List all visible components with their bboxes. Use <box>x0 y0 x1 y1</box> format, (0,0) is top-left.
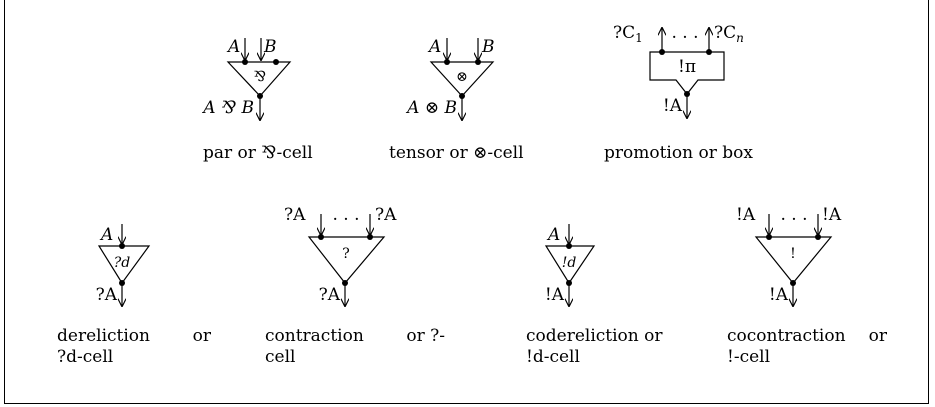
codereliction-output-label: !A <box>545 285 565 305</box>
cocontraction-caption-word: cocontraction <box>727 326 846 346</box>
promotion-port <box>706 49 712 55</box>
cocontraction-input-right-label: !A <box>822 205 842 225</box>
cocontraction-dots: . . . <box>780 205 807 225</box>
tensor-port <box>475 59 481 65</box>
par-triangle <box>226 61 292 97</box>
par-symbol: ⅋ <box>254 69 266 85</box>
cocontraction-symbol: ! <box>790 246 796 262</box>
codereliction-input-label: A <box>546 225 560 245</box>
tensor-input-left-label: A <box>427 37 441 57</box>
contraction-caption-line2: cell <box>265 347 296 367</box>
dereliction-caption-line2: ?d-cell <box>57 347 114 367</box>
promotion-port <box>659 49 665 55</box>
dereliction-cell: A ?d ?A <box>96 224 151 306</box>
promotion-box-shape <box>649 51 725 95</box>
cocontraction-caption-or: or <box>868 326 887 346</box>
codereliction-symbol: !d <box>562 255 577 271</box>
par-port <box>273 59 279 65</box>
dereliction-port <box>119 243 125 249</box>
dereliction-caption: dereliction or ?d-cell <box>57 326 211 368</box>
dereliction-input-label: A <box>99 225 113 245</box>
par-input-left-label: A <box>226 37 240 57</box>
tensor-caption: tensor or ⊗-cell <box>389 143 524 163</box>
par-output-label: A ⅋ B <box>201 98 254 118</box>
contraction-caption-word: contraction <box>265 326 364 346</box>
promotion-label-left: ?C1 <box>613 23 643 45</box>
dereliction-symbol: ?d <box>114 255 131 271</box>
tensor-input-right-label: B <box>481 37 495 57</box>
contraction-input-left-label: ?A <box>284 205 306 225</box>
tensor-cell: A B ⊗ A ⊗ B <box>405 37 495 120</box>
promotion-label-right: ?Cn <box>714 23 744 45</box>
cocontraction-caption-line2: !-cell <box>727 347 771 367</box>
figure-frame <box>4 0 929 404</box>
contraction-port <box>318 234 324 240</box>
cocontraction-triangle <box>754 236 833 284</box>
par-input-right-label: B <box>263 37 277 57</box>
promotion-box-cell: ?C1 . . . ?Cn !π !A <box>613 23 744 118</box>
contraction-caption: contraction or ?- cell <box>265 326 445 368</box>
codereliction-port <box>566 243 572 249</box>
promotion-symbol: !π <box>678 57 696 77</box>
promotion-dots: . . . <box>671 23 698 43</box>
contraction-input-right-label: ?A <box>375 205 397 225</box>
codereliction-cell: A !d !A <box>545 224 596 306</box>
cocontraction-output-label: !A <box>769 285 789 305</box>
contraction-caption-or: or ?- <box>406 326 445 346</box>
contraction-triangle <box>307 236 386 284</box>
tensor-output-label: A ⊗ B <box>405 98 457 118</box>
dereliction-caption-or: or <box>192 326 211 346</box>
par-cell: A B ⅋ A ⅋ B <box>201 37 292 120</box>
tensor-triangle <box>429 61 495 97</box>
cocontraction-port <box>766 234 772 240</box>
dereliction-output-label: ?A <box>96 285 118 305</box>
contraction-output-label: ?A <box>319 285 341 305</box>
codereliction-caption-line2: !d-cell <box>526 347 580 367</box>
dereliction-caption-word: dereliction <box>57 326 150 346</box>
promotion-output-label: !A <box>663 96 683 116</box>
cocontraction-cell: !A . . . !A ! !A <box>736 205 842 306</box>
cocontraction-input-left-label: !A <box>736 205 756 225</box>
tensor-symbol: ⊗ <box>456 69 468 85</box>
contraction-cell: ?A . . . ?A ? ?A <box>284 205 397 306</box>
tensor-port <box>444 59 450 65</box>
codereliction-caption-line1: codereliction or <box>526 326 663 346</box>
contraction-symbol: ? <box>342 246 350 262</box>
cocontraction-port <box>815 234 821 240</box>
contraction-port <box>367 234 373 240</box>
par-caption: par or ⅋-cell <box>203 143 313 163</box>
contraction-dots: . . . <box>332 205 359 225</box>
cocontraction-caption: cocontraction or !-cell <box>727 326 887 368</box>
codereliction-caption: codereliction or !d-cell <box>526 326 686 368</box>
promotion-caption: promotion or box <box>604 143 753 163</box>
par-port <box>242 59 248 65</box>
